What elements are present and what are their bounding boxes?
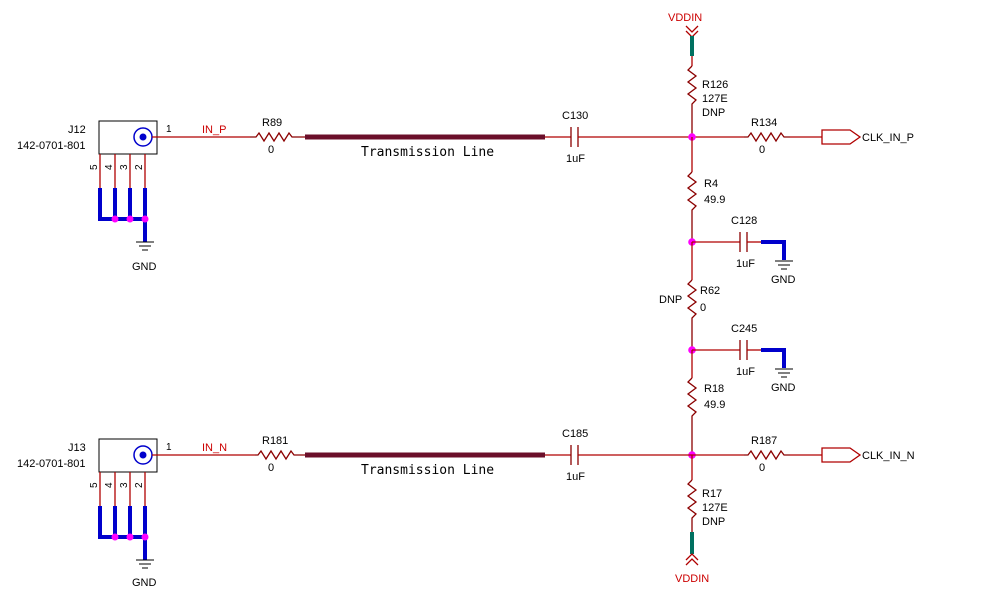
j12-pin1-label: 1 [166, 124, 172, 135]
r17-note: DNP [702, 516, 725, 528]
resistor-r62[interactable]: R62 0 DNP [659, 279, 720, 350]
j12-part: 142-0701-801 [17, 140, 86, 152]
connector-j12[interactable]: J12 142-0701-801 1 5 4 3 2 GND [17, 120, 172, 273]
j13-pin5-label: 5 [89, 482, 100, 488]
r4-value: 49.9 [704, 194, 725, 206]
resistor-r89[interactable]: R89 0 [250, 117, 305, 156]
transmission-line-bottom-label: Transmission Line [361, 463, 494, 478]
ground-symbol [775, 368, 793, 378]
j13-ref: J13 [68, 442, 86, 454]
r18-value: 49.9 [704, 399, 725, 411]
resistor-r17[interactable]: R17 127E DNP [686, 479, 728, 532]
ground-symbol [136, 559, 154, 569]
j13-pin3-label: 3 [119, 482, 130, 488]
j13-pin1-label: 1 [166, 442, 172, 453]
net-label-in-p: IN_P [202, 124, 226, 136]
j13-pin4-label: 4 [104, 482, 115, 488]
connector-j13[interactable]: J13 142-0701-801 1 5 4 3 2 GND [17, 438, 172, 589]
r187-ref: R187 [751, 435, 777, 447]
r134-ref: R134 [751, 117, 777, 129]
r126-value: 127E [702, 93, 728, 105]
r17-ref: R17 [702, 488, 722, 500]
j13-pin2-label: 2 [134, 482, 145, 488]
net-label-clk-in-n: CLK_IN_N [862, 450, 915, 462]
ground-symbol [775, 260, 793, 270]
resistor-r181[interactable]: R181 0 [255, 435, 305, 474]
j13-part: 142-0701-801 [17, 458, 86, 470]
c245-ref: C245 [731, 323, 757, 335]
power-vddin-top: VDDIN [668, 12, 702, 66]
j13-gnd-label: GND [132, 577, 157, 589]
capacitor-c245[interactable]: C245 1uF [731, 323, 757, 378]
j12-pin3-label: 3 [119, 164, 130, 170]
c185-value: 1uF [566, 471, 585, 483]
r181-ref: R181 [262, 435, 288, 447]
r134-value: 0 [759, 144, 765, 156]
j12-pin4-label: 4 [104, 164, 115, 170]
power-vddin-bottom: VDDIN [675, 532, 709, 585]
c130-value: 1uF [566, 153, 585, 165]
r4-ref: R4 [704, 178, 718, 190]
c130-ref: C130 [562, 110, 588, 122]
r181-value: 0 [268, 462, 274, 474]
port-clk-in-n[interactable]: CLK_IN_N [821, 447, 915, 463]
resistor-r4[interactable]: R4 49.9 [686, 171, 725, 242]
r62-ref: R62 [700, 285, 720, 297]
c245-gnd-label: GND [771, 382, 796, 394]
j12-ref: J12 [68, 124, 86, 136]
c185-ref: C185 [562, 428, 588, 440]
capacitor-c128[interactable]: C128 1uF [731, 215, 757, 270]
capacitor-c185[interactable]: C185 1uF [562, 428, 588, 483]
r17-value: 127E [702, 502, 728, 514]
ground-symbol [136, 241, 154, 251]
r18-ref: R18 [704, 383, 724, 395]
r126-note: DNP [702, 107, 725, 119]
resistor-r187[interactable]: R187 0 [744, 435, 790, 474]
r89-ref: R89 [262, 117, 282, 129]
resistor-r18[interactable]: R18 49.9 [686, 377, 725, 455]
c245-value: 1uF [736, 366, 755, 378]
c128-value: 1uF [736, 258, 755, 270]
c128-ref: C128 [731, 215, 757, 227]
net-label-clk-in-p: CLK_IN_P [862, 132, 914, 144]
r89-value: 0 [268, 144, 274, 156]
port-clk-in-p[interactable]: CLK_IN_P [821, 129, 914, 145]
resistor-r134[interactable]: R134 0 [744, 117, 790, 156]
transmission-line-top-label: Transmission Line [361, 145, 494, 160]
r187-value: 0 [759, 462, 765, 474]
j12-gnd-label: GND [132, 261, 157, 273]
power-label-bottom: VDDIN [675, 573, 709, 585]
resistor-r126[interactable]: R126 127E DNP [686, 65, 728, 137]
r62-value: 0 [700, 302, 706, 314]
power-label-top: VDDIN [668, 12, 702, 24]
net-label-in-n: IN_N [202, 442, 227, 454]
r126-ref: R126 [702, 79, 728, 91]
r62-note: DNP [659, 294, 682, 306]
j12-pin5-label: 5 [89, 164, 100, 170]
j12-pin2-label: 2 [134, 164, 145, 170]
c128-gnd-label: GND [771, 274, 796, 286]
